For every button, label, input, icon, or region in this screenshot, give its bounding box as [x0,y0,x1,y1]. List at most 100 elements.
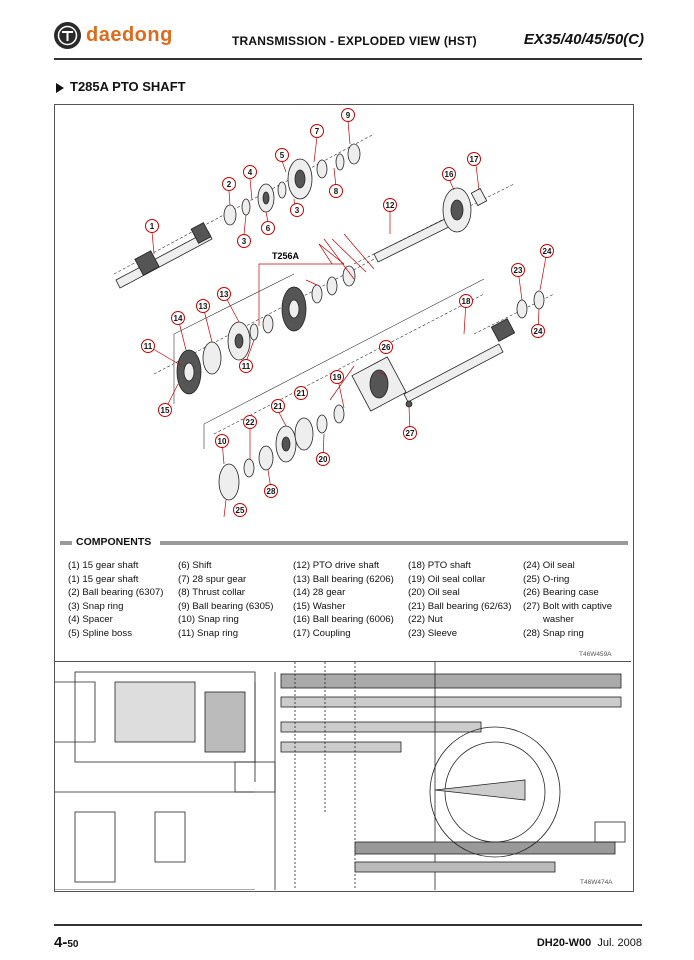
component-item: (25) O-ring [523,573,570,585]
svg-text:13: 13 [199,302,208,311]
svg-text:1: 1 [150,222,155,231]
callout-22: 22 [243,415,257,429]
component-item: (7) 28 spur gear [178,573,247,585]
svg-text:8: 8 [334,187,339,196]
component-item: (8) Thrust collar [178,587,245,599]
figure-divider [55,661,631,662]
svg-text:7: 7 [315,127,320,136]
callout-19: 19 [330,370,344,384]
callout-13b: 13 [217,287,231,301]
svg-text:19: 19 [333,373,342,382]
callout-11b: 11 [239,359,253,373]
header-title: TRANSMISSION - EXPLODED VIEW (HST) [232,34,477,48]
callout-27: 27 [403,426,417,440]
callout-2: 2 [222,177,236,191]
component-item: (10) Snap ring [178,614,239,626]
page-number: 4-50 [54,934,79,951]
brand-emblem-icon [54,22,81,49]
svg-text:18: 18 [462,297,471,306]
callout-20: 20 [316,452,330,466]
svg-text:17: 17 [470,155,479,164]
component-item: (15) Washer [293,600,346,612]
component-item: (3) Snap ring [68,600,124,612]
svg-text:27: 27 [406,429,415,438]
callout-25: 25 [233,503,247,517]
callout-10: 10 [215,434,229,448]
callout-3b: 3 [290,203,304,217]
group-label-t256a: T256A [272,251,300,261]
brand-name: daedong [86,24,173,46]
svg-text:11: 11 [144,342,153,351]
svg-text:15: 15 [161,406,170,415]
svg-text:6: 6 [266,224,271,233]
callout-18: 18 [459,294,473,308]
component-item: (4) Spacer [68,614,113,626]
component-item: (14) 28 gear [293,587,346,599]
svg-text:24: 24 [543,247,552,256]
callout-17: 17 [467,152,481,166]
component-item: (26) Bearing case [523,587,599,599]
callout-14: 14 [171,311,185,325]
svg-text:26: 26 [382,343,391,352]
callout-5: 5 [275,148,289,162]
svg-text:21: 21 [297,389,306,398]
components-column-5: (24) Oil seal (25) O-ring (26) Bearing c… [523,559,612,641]
svg-text:10: 10 [218,437,227,446]
component-item: (5) Spline boss [68,627,132,639]
callout-26: 26 [379,340,393,354]
callout-16: 16 [442,167,456,181]
component-item: (13) Ball bearing (6206) [293,573,394,585]
callout-24a: 24 [540,244,554,258]
svg-text:4: 4 [248,168,253,177]
component-item: (23) Sleeve [408,627,458,639]
callout-9: 9 [341,108,355,122]
component-item: (21) Ball bearing (62/63) [408,600,512,612]
components-heading: COMPONENTS [60,536,630,550]
component-item: (22) Nut [408,614,443,626]
exploded-view-diagram: T256A 1 2 3 3 4 5 6 7 8 9 10 11 11 12 13… [113,108,555,518]
component-item: (28) Snap ring [523,627,584,639]
section-title: T285A PTO SHAFT [56,79,186,94]
component-item: (16) Ball bearing (6006) [293,614,394,626]
svg-text:23: 23 [514,266,523,275]
svg-text:28: 28 [267,487,276,496]
callout-12: 12 [383,198,397,212]
component-item: (6) Shift [178,560,212,571]
page-header: daedong TRANSMISSION - EXPLODED VIEW (HS… [0,0,694,64]
footer-doc-info: DH20-W00 Jul. 2008 [536,937,642,949]
header-model: EX35/40/45/50(C) [523,31,644,48]
callout-7: 7 [310,124,324,138]
callout-1: 1 [145,219,159,233]
component-item: (1) 15 gear shaft [68,560,139,571]
svg-text:14: 14 [174,314,183,323]
components-column-3: (12) PTO drive shaft (13) Ball bearing (… [293,559,394,641]
component-item: (11) Snap ring [178,627,239,639]
callout-6: 6 [261,221,275,235]
triangle-bullet-icon [56,82,64,93]
svg-text:12: 12 [386,201,395,210]
figure-frame [54,104,634,892]
figure-ref-bottom: T46W474A [580,879,613,886]
svg-text:13: 13 [220,290,229,299]
callout-8: 8 [329,184,343,198]
svg-text:24: 24 [534,327,543,336]
header-rule [54,58,642,60]
svg-text:16: 16 [445,170,454,179]
components-column-2: (6) Shift (7) 28 spur gear (8) Thrust co… [178,559,273,641]
callout-21a: 21 [294,386,308,400]
sectional-view-drawing [55,662,626,890]
svg-text:22: 22 [246,418,255,427]
component-item: (2) Ball bearing (6307) [68,587,164,599]
svg-text:9: 9 [346,111,351,120]
component-item: (9) Ball bearing (6305) [178,600,274,612]
svg-text:25: 25 [236,506,245,515]
gear-shaft-part [115,222,213,289]
component-item: (1) 15 gear shaft [68,573,139,585]
callout-13a: 13 [196,299,210,313]
component-item: (17) Coupling [293,627,351,639]
component-item: washer [543,614,574,626]
svg-text:11: 11 [242,362,251,371]
component-item: (18) PTO shaft [408,560,471,571]
callout-4: 4 [243,165,257,179]
callout-23: 23 [511,263,525,277]
